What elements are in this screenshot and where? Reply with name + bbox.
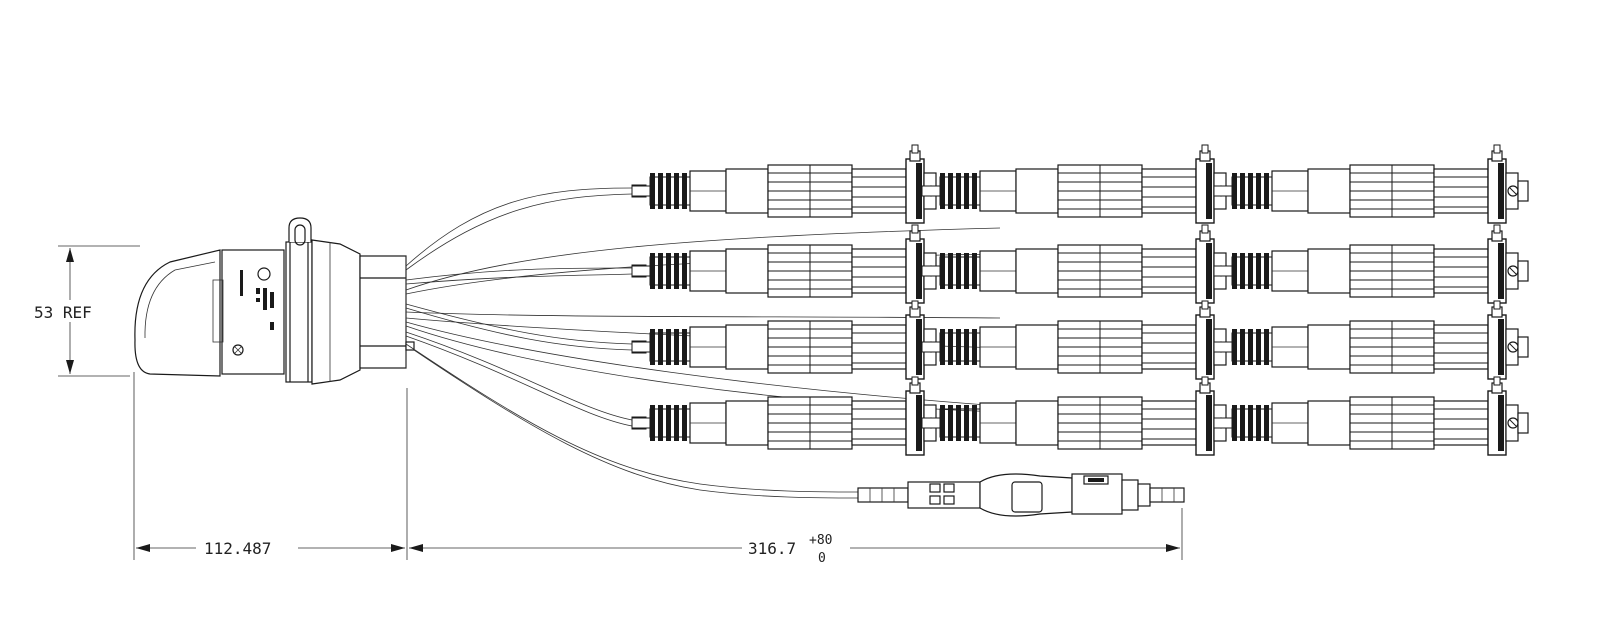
main-connector [134, 217, 415, 385]
fiber-connector [1213, 300, 1529, 380]
connector-row [631, 300, 1529, 380]
fiber-connector [631, 376, 937, 456]
dimension-left-length: 112.487 [133, 372, 408, 560]
fiber-connector [921, 300, 1227, 380]
fiber-connector [1213, 144, 1529, 224]
fiber-connector [921, 376, 1227, 456]
tolerance-minus: 0 [818, 551, 826, 566]
connector-row [631, 376, 1529, 456]
fiber-connector [1213, 376, 1529, 456]
dimension-height: 53 REF [26, 245, 140, 377]
left-length-label: 112.487 [204, 539, 271, 558]
fiber-connector [631, 224, 937, 304]
height-ref-label: 53 REF [34, 303, 92, 322]
tolerance-plus: +80 [809, 533, 832, 548]
dimension-right-length: 316.7 +80 0 [409, 508, 1183, 566]
fiber-breakout [405, 187, 1001, 499]
pigtail-connector [857, 473, 1185, 517]
connector-row [631, 224, 1529, 304]
fiber-connector [631, 144, 937, 224]
right-length-label: 316.7 [748, 539, 796, 558]
connector-array [631, 144, 1529, 456]
connector-row [631, 144, 1529, 224]
fiber-connector [1213, 224, 1529, 304]
fiber-connector [921, 224, 1227, 304]
fiber-connector [921, 144, 1227, 224]
fiber-connector [631, 300, 937, 380]
label-markings [240, 270, 274, 330]
